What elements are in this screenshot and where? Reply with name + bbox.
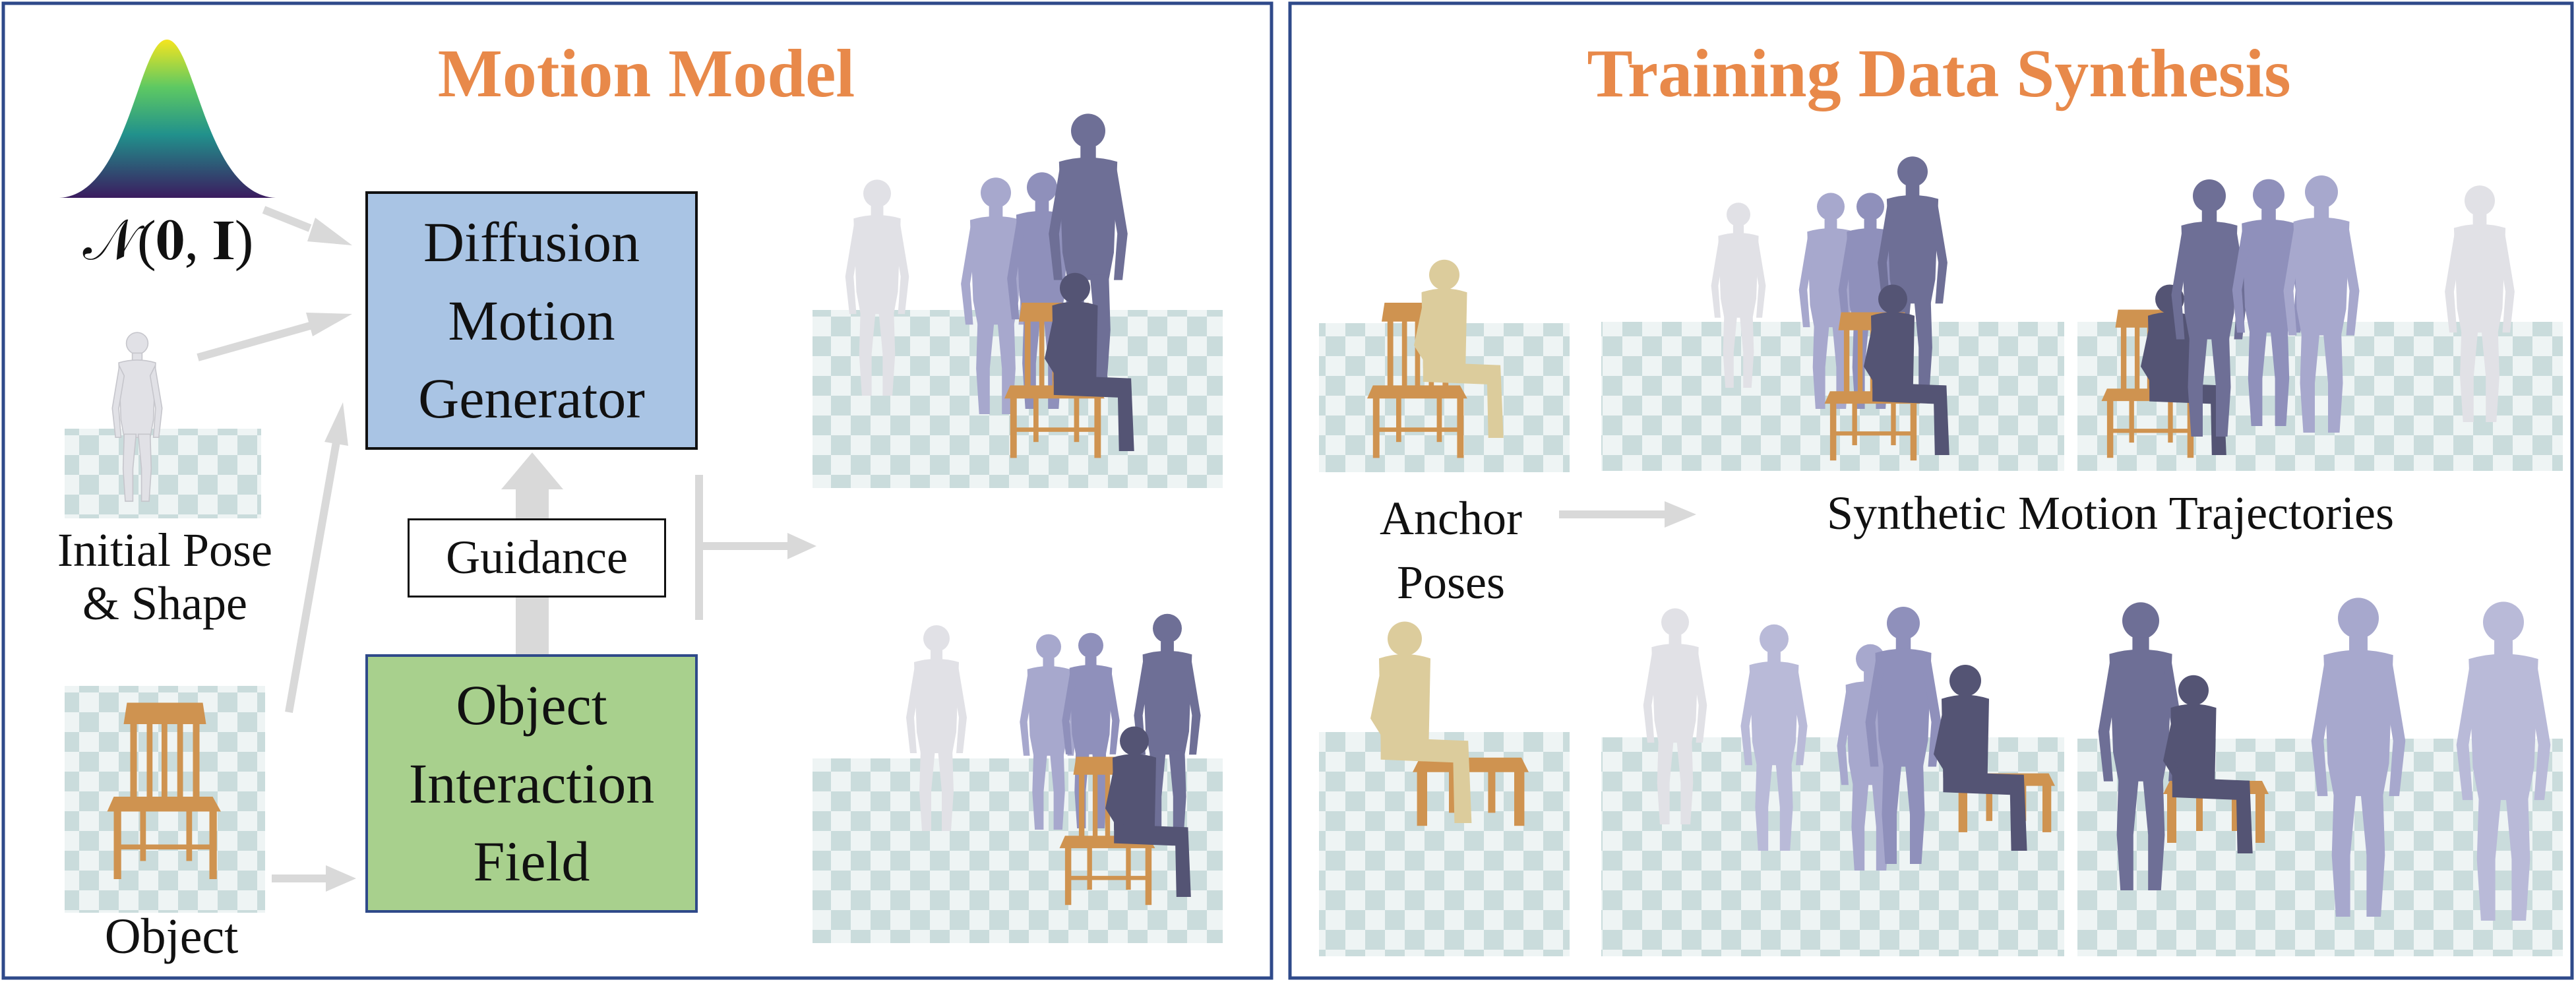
output-tile-top [813,113,1223,488]
gaussian-distribution-icon [59,40,276,198]
interaction-box-line2: Interaction [408,751,655,815]
synthetic-tile-2 [2077,175,2563,471]
anchor-label-line2: Poses [1396,556,1506,609]
anchor-tile-chair [1319,259,1570,472]
synthetic-tile-3 [1601,607,2064,956]
motion-model-panel [1,1,1273,980]
training-data-synthesis-title: Training Data Synthesis [1587,36,2291,111]
guidance-label: Guidance [446,531,628,584]
guidance-arrow [501,452,563,656]
diffusion-box-line2: Motion [448,288,615,352]
diffusion-box-line1: Diffusion [423,210,640,274]
anchor-tile-bench [1319,621,1570,956]
guidance-box: Guidance [408,518,666,598]
arrow-object-to-generator [285,441,340,714]
interaction-box-line3: Field [473,830,590,894]
synthetic-tile-4 [2077,598,2563,956]
arrow-pose-to-generator [197,322,311,361]
object-label: Object [104,909,239,964]
diffusion-box-line3: Generator [418,367,645,431]
synthetic-trajectories-label: Synthetic Motion Trajectories [1827,487,2394,539]
motion-model-title: Motion Model [437,36,855,111]
diffusion-motion-generator-box: Diffusion Motion Generator [365,191,698,450]
training-data-panel [1288,1,2574,980]
object-tile [65,686,265,913]
gaussian-label: 𝒩(𝟎, 𝐈) [82,208,254,272]
arrow-noise-to-generator [262,206,312,232]
anchor-poses-label: Anchor Poses [1345,487,1556,615]
initial-pose-label: Initial Pose & Shape [26,524,303,630]
initial-pose-label-line1: Initial Pose [57,524,272,576]
synthetic-tile-1 [1601,156,2064,471]
output-tile-bottom [813,613,1223,943]
initial-pose-label-line2: & Shape [82,576,247,630]
anchor-label-line1: Anchor [1380,492,1522,545]
interaction-box-line1: Object [456,673,607,737]
flow-arrows [197,206,1696,892]
object-interaction-field-box: Object Interaction Field [365,654,698,913]
initial-pose-tile [65,332,261,518]
